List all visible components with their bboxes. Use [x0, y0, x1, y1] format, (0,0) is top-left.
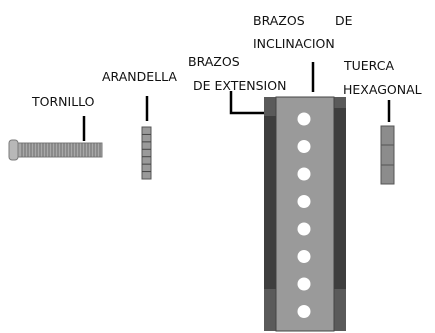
bracket-hole — [297, 250, 311, 263]
bracket-hole — [297, 112, 311, 126]
bracket-holes — [297, 112, 311, 318]
tuerca-label-line2: HEXAGONAL — [343, 82, 422, 97]
bracket-hole — [297, 167, 311, 181]
bolt-threads — [21, 143, 101, 157]
hex-nut-body — [380, 125, 395, 185]
bolt-part — [8, 139, 103, 161]
bolt-shaft — [17, 142, 103, 158]
bracket-hole — [297, 222, 311, 236]
brazos-extension-label-line2: DE EXTENSION — [193, 78, 286, 93]
brazos-extension-leader — [229, 91, 270, 115]
brazos-inclinacion-label-de: DE — [335, 13, 353, 28]
washer-part — [141, 126, 152, 180]
bracket-hole — [297, 277, 311, 291]
bracket-hole — [297, 140, 311, 153]
hex-nut-part — [380, 125, 395, 185]
brazos-inclinacion-label-line2: INCLINACION — [253, 36, 335, 51]
bracket-hole — [297, 305, 311, 318]
brazos-extension-label-line1: BRAZOS — [188, 54, 240, 69]
bracket-right-flange — [334, 108, 346, 289]
leader-lines — [82, 62, 391, 141]
bolt-head — [8, 139, 19, 161]
washer-body — [141, 126, 152, 180]
arandella-label: ARANDELLA — [102, 69, 177, 84]
washer-segments — [142, 133, 151, 173]
brazos-inclinacion-label-line1: BRAZOS — [253, 13, 305, 28]
bracket-hole — [297, 195, 311, 208]
bracket-part — [264, 96, 346, 332]
tuerca-label-line1: TUERCA — [343, 58, 394, 73]
bracket-inner-arm — [275, 96, 335, 332]
bracket-left-flange — [264, 116, 276, 289]
tornillo-label: TORNILLO — [31, 94, 95, 109]
